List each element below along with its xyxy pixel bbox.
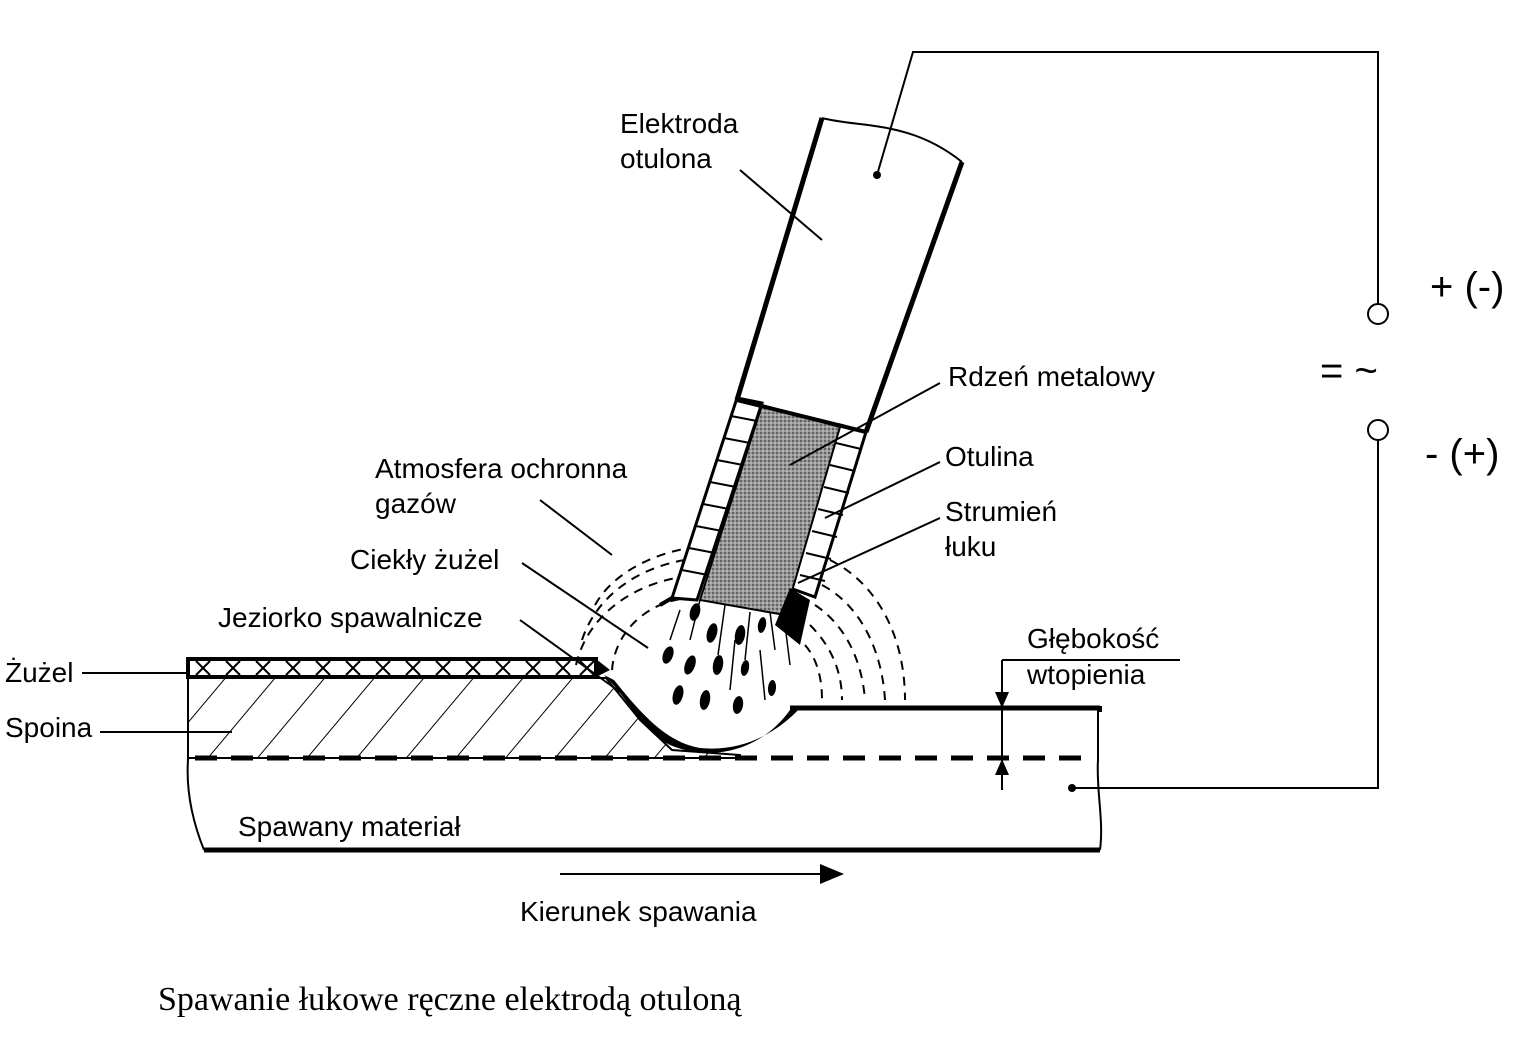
electrode: [658, 117, 965, 645]
label-base-material: Spawany materiał: [238, 811, 461, 842]
label-gas-2: gazów: [375, 488, 457, 519]
label-electrode-1: Elektroda: [620, 108, 739, 139]
label-depth-2: wtopienia: [1026, 659, 1146, 690]
label-arc-2: łuku: [945, 531, 996, 562]
current-type-label: = ~: [1320, 349, 1378, 393]
label-weld: Spoina: [5, 712, 93, 743]
label-electrode-2: otulona: [620, 143, 712, 174]
label-weld-pool: Jeziorko spawalnicze: [218, 602, 483, 633]
negative-terminal: [1367, 419, 1389, 441]
weld-pool: [604, 675, 800, 753]
base-material: [186, 705, 1103, 853]
arc-stream: [662, 603, 777, 714]
slag-layer: [186, 657, 610, 679]
positive-polarity-label: + (-): [1430, 265, 1504, 309]
positive-terminal: [1367, 303, 1389, 325]
weld-bead: [187, 677, 741, 760]
label-core: Rdzeń metalowy: [948, 361, 1155, 392]
label-arc-1: Strumień: [945, 496, 1057, 527]
label-depth-1: Głębokość: [1027, 623, 1159, 654]
label-slag: Żużel: [5, 657, 73, 688]
label-direction: Kierunek spawania: [520, 896, 757, 927]
label-coating: Otulina: [945, 441, 1034, 472]
negative-polarity-label: - (+): [1425, 432, 1499, 476]
leader-lines: [82, 169, 941, 733]
label-gas-1: Atmosfera ochronna: [375, 453, 628, 484]
diagram-caption: Spawanie łukowe ręczne elektrodą otuloną: [158, 981, 742, 1018]
label-liquid-slag: Ciekły żużel: [350, 544, 499, 575]
power-circuit: [876, 51, 1389, 792]
arc-stream-lines: [669, 599, 791, 701]
penetration-depth-dimension: [995, 659, 1180, 790]
